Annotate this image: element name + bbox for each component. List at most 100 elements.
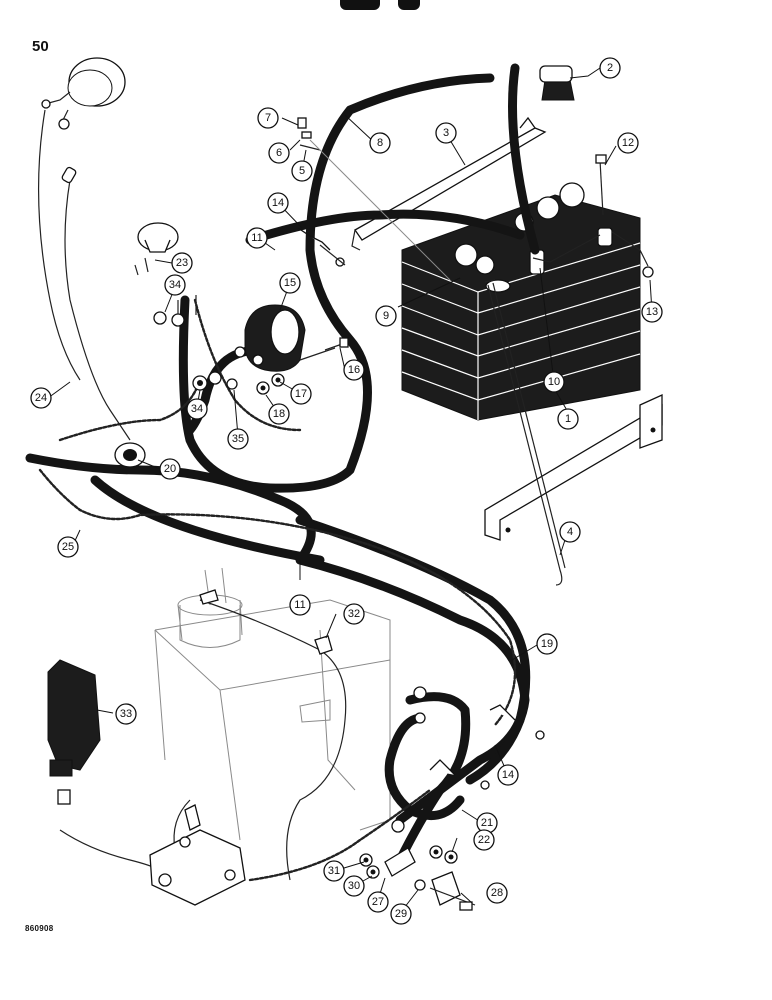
callout-33: 33 [115, 703, 137, 725]
svg-text:21: 21 [481, 817, 493, 829]
callout-34-lower: 34 [186, 398, 208, 420]
svg-text:35: 35 [232, 433, 244, 445]
svg-text:9: 9 [383, 310, 389, 322]
svg-text:18: 18 [273, 408, 285, 420]
callout-14-lower: 14 [497, 764, 519, 786]
svg-text:23: 23 [176, 257, 188, 269]
pump-sender-block [149, 804, 246, 906]
svg-text:11: 11 [294, 599, 305, 611]
level-sender-clip [199, 589, 333, 655]
circuit-breaker [539, 65, 575, 101]
callout-3: 3 [435, 122, 457, 144]
svg-text:34: 34 [169, 279, 181, 291]
hydraulic-tank-outline [154, 567, 391, 841]
svg-text:30: 30 [348, 880, 360, 892]
gauge [41, 57, 126, 184]
callout-11-upper: 11 [246, 227, 268, 249]
callout-2: 2 [599, 57, 621, 79]
callout-29: 29 [390, 903, 412, 925]
callout-bubbles: 1 2 3 4 5 6 7 8 9 10 11 11 12 13 14 14 1… [30, 57, 663, 925]
battery-terminals [532, 154, 654, 278]
svg-text:29: 29 [395, 908, 407, 920]
battery-tray-bracket [484, 393, 663, 541]
callout-13: 13 [641, 301, 663, 323]
callout-28: 28 [486, 882, 508, 904]
callout-25: 25 [57, 536, 79, 558]
oil-pressure-switch [134, 222, 179, 276]
callout-9: 9 [375, 305, 397, 327]
svg-text:16: 16 [348, 364, 360, 376]
cable-clip-lower [413, 686, 545, 790]
callout-32: 32 [343, 603, 365, 625]
svg-text:22: 22 [478, 834, 490, 846]
callout-15: 15 [279, 272, 301, 294]
connector-cover [47, 659, 101, 805]
svg-text:12: 12 [622, 137, 634, 149]
svg-text:31: 31 [328, 865, 340, 877]
signal-wire-harness [37, 109, 517, 882]
ground-hardware [359, 819, 476, 911]
callout-20: 20 [159, 458, 181, 480]
page-number: 50 [32, 38, 49, 55]
svg-text:7: 7 [265, 112, 271, 124]
svg-text:25: 25 [62, 541, 74, 553]
callout-16: 16 [343, 359, 365, 381]
svg-text:8: 8 [377, 137, 383, 149]
svg-text:27: 27 [372, 896, 384, 908]
svg-text:2: 2 [607, 62, 613, 74]
starter-solenoid [234, 304, 336, 372]
fuse-assembly [297, 117, 451, 281]
callout-10: 10 [543, 371, 565, 393]
wire-terminals [153, 295, 238, 391]
svg-text:17: 17 [295, 388, 307, 400]
callout-7: 7 [257, 107, 279, 129]
svg-text:15: 15 [284, 277, 296, 289]
svg-text:14: 14 [502, 769, 514, 781]
callout-4: 4 [559, 521, 581, 543]
callout-27: 27 [367, 891, 389, 913]
callout-12: 12 [617, 132, 639, 154]
svg-text:33: 33 [120, 708, 132, 720]
svg-text:24: 24 [35, 392, 47, 404]
drawing-code: 860908 [25, 924, 54, 933]
battery [401, 182, 641, 421]
callout-35: 35 [227, 428, 249, 450]
callout-24: 24 [30, 387, 52, 409]
svg-text:3: 3 [443, 127, 449, 139]
svg-text:4: 4 [567, 526, 573, 538]
svg-text:13: 13 [646, 306, 658, 318]
svg-text:28: 28 [491, 887, 503, 899]
callout-23: 23 [171, 252, 193, 274]
callout-21: 21 [476, 812, 498, 834]
svg-text:20: 20 [164, 463, 176, 475]
callout-31: 31 [323, 860, 345, 882]
callout-5: 5 [291, 160, 313, 182]
callout-34-upper: 34 [164, 274, 186, 296]
callout-22: 22 [473, 829, 495, 851]
svg-text:6: 6 [276, 147, 282, 159]
hold-down-rod [484, 279, 566, 586]
solenoid-nuts [256, 373, 285, 395]
svg-text:5: 5 [299, 165, 305, 177]
callout-30: 30 [343, 875, 365, 897]
svg-text:32: 32 [348, 608, 360, 620]
grommet [114, 442, 146, 468]
svg-text:34: 34 [191, 403, 203, 415]
cable-clip-upper [297, 227, 346, 267]
callout-11-lower: 11 [289, 594, 311, 616]
svg-text:11: 11 [251, 232, 262, 244]
battery-cables [25, 63, 540, 865]
callout-1: 1 [557, 408, 579, 430]
svg-text:1: 1 [565, 413, 571, 425]
svg-text:19: 19 [541, 638, 553, 650]
callout-19: 19 [536, 633, 558, 655]
callout-18: 18 [268, 403, 290, 425]
svg-text:14: 14 [272, 197, 284, 209]
svg-text:10: 10 [548, 376, 560, 388]
callout-6: 6 [268, 142, 290, 164]
callout-17: 17 [290, 383, 312, 405]
callout-8: 8 [369, 132, 391, 154]
callout-14-upper: 14 [267, 192, 289, 214]
